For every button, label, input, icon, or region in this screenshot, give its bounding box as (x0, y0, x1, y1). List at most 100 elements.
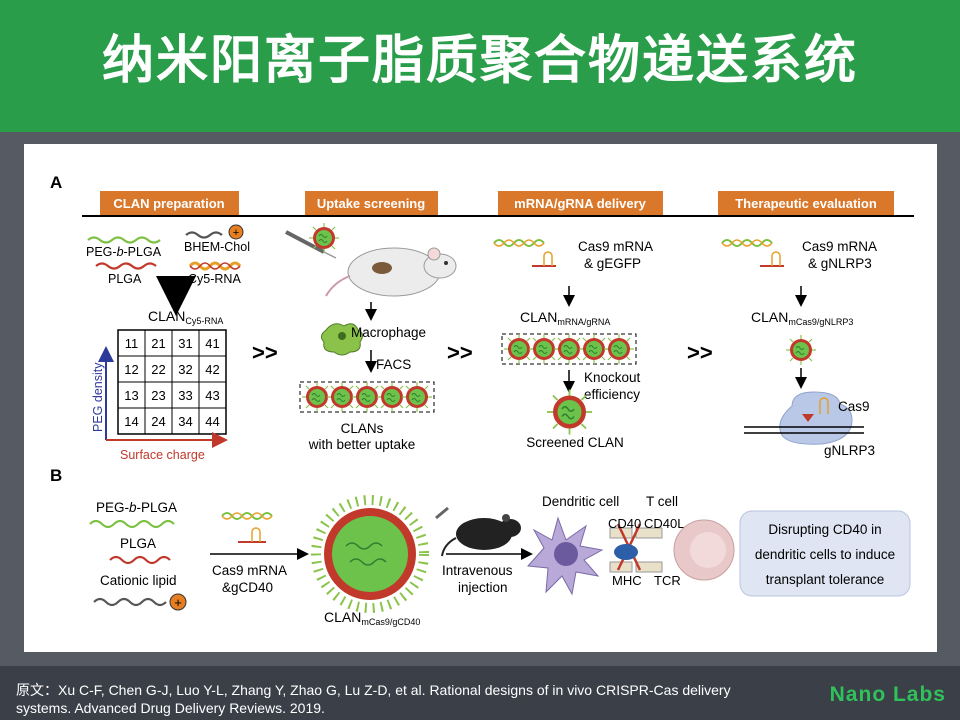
mrna-strand-icon (721, 239, 773, 247)
tcr-label: TCR (654, 573, 681, 588)
stage-therapeutic-evaluation: Therapeutic evaluation (718, 191, 894, 215)
flow-arrows-2: >> (447, 340, 473, 365)
macrophage-icon (320, 323, 364, 356)
macrophage-label: Macrophage (351, 325, 426, 340)
grid-cell-label: 23 (151, 388, 165, 403)
grid-cell-label: 22 (151, 362, 165, 377)
grid-cell-label: 24 (151, 414, 165, 429)
plus-sign-icon: + (233, 227, 239, 239)
nanoparticle-icon (401, 381, 433, 413)
clans-uptake-label: with better uptake (308, 437, 416, 452)
grid-cell-label: 44 (205, 414, 219, 429)
gnlrp3-label: gNLRP3 (824, 443, 875, 458)
grid-cell-label: 21 (151, 336, 165, 351)
mrna-strand-icon (493, 239, 545, 247)
stage-label: Uptake screening (317, 196, 425, 211)
mouse-icon (325, 247, 457, 297)
outcome-line-2: dendritic cells to induce (755, 547, 895, 562)
panel-b-label: B (50, 466, 62, 485)
grid-cell-label: 33 (178, 388, 192, 403)
nanoparticle-icon (603, 333, 635, 365)
grid-cell-label: 34 (178, 414, 192, 429)
cy5-rna-label: Cy5-RNA (188, 272, 241, 286)
clan-gcd40-label: CLANmCas9/gCD40 (324, 609, 420, 627)
b-peg-plga-label: PEG-b-PLGA (96, 500, 177, 515)
stage-label: mRNA/gRNA delivery (514, 196, 646, 211)
bhem-chol-label: BHEM-Chol (184, 240, 250, 254)
cas9-complex-icon (744, 391, 864, 445)
mrna-strand-icon (493, 239, 545, 247)
b-cas9-mrna-label: Cas9 mRNA (212, 563, 287, 578)
grid-cell-label: 42 (205, 362, 219, 377)
clan-cy5-label: CLANCy5-RNA (148, 308, 223, 326)
t-cell-label: T cell (646, 494, 678, 509)
efficiency-label: efficiency (584, 387, 640, 402)
panel-a-label: A (50, 173, 62, 192)
grid-cell-label: 11 (125, 336, 139, 351)
clan-mrna-grna-label: CLANmRNA/gRNA (520, 309, 610, 327)
black-mouse-icon (441, 514, 521, 557)
grna-icon (532, 251, 556, 267)
figure-svg: A CLAN preparation Uptake screening mRNA… (50, 173, 914, 627)
knockout-label: Knockout (584, 370, 641, 385)
outcome-line-1: Disrupting CD40 in (768, 522, 881, 537)
cy5-rna-helix-strand-icon (189, 262, 241, 270)
footer-bar (0, 666, 960, 720)
grna-icon (760, 251, 784, 267)
b-plga-label: PLGA (120, 536, 156, 551)
screened-nanoparticle-icon (546, 388, 593, 436)
plus-charge-icon (169, 593, 187, 611)
plga-label: PLGA (108, 272, 142, 286)
cas9-gegfp-line2: & gEGFP (584, 256, 641, 271)
header-bar (0, 0, 960, 132)
b-plga-strand-icon (109, 555, 171, 565)
page-title: 纳米阳离子脂质聚合物递送系统 (101, 31, 858, 91)
dendritic-cell-label: Dendritic cell (542, 494, 619, 509)
nanoparticle-icon (308, 222, 340, 254)
b-peg-plga-strand-icon (89, 519, 175, 529)
cationic-lipid-label: Cationic lipid (100, 573, 177, 588)
intravenous-label: Intravenous (442, 563, 513, 578)
cd40-label: CD40 (608, 516, 641, 531)
cas9-gnlrp3-line2: & gNLRP3 (808, 256, 872, 271)
stage-mrna-grna-delivery: mRNA/gRNA delivery (498, 191, 663, 215)
grid-cell-label: 13 (124, 388, 138, 403)
dendritic-cell-icon (526, 516, 604, 596)
syringe-icon (285, 230, 337, 259)
b-grna-icon (238, 527, 266, 543)
cas9-label: Cas9 (838, 399, 870, 414)
cy5-rna-helix-icon (188, 261, 242, 271)
cationic-lipid-strand-icon (93, 597, 167, 607)
syringe-icon (435, 506, 449, 520)
outcome-box (739, 510, 911, 597)
brand-logo-text: Nano Labs (829, 683, 946, 706)
surface-charge-label: Surface charge (120, 448, 205, 462)
b-gcd40-label: &gCD40 (222, 580, 273, 595)
b-mrna-strand-icon (221, 512, 273, 520)
plus-charge-icon (228, 224, 244, 240)
injection-label: injection (458, 580, 508, 595)
t-cell-icon (673, 519, 735, 581)
mhc-label: MHC (612, 573, 642, 588)
cas9-gegfp-line1: Cas9 mRNA (578, 239, 653, 254)
clan-nanoparticle-large (311, 495, 429, 613)
stage-uptake-screening: Uptake screening (305, 191, 438, 215)
nanoparticle-icon (785, 334, 817, 366)
receptor-complex-icon (609, 523, 663, 573)
stage-clan-preparation: CLAN preparation (100, 191, 239, 215)
peg-plga-strand-icon (87, 236, 161, 244)
cd40l-label: CD40L (644, 516, 684, 531)
screened-clan-label: Screened CLAN (526, 435, 624, 450)
mrna-strand-icon (721, 239, 773, 247)
grid-cell-label: 12 (124, 362, 138, 377)
clan-gnlrp3-label: CLANmCas9/gNLRP3 (751, 309, 853, 327)
grid-cell-label: 14 (124, 414, 138, 429)
grid-cell-label: 43 (205, 388, 219, 403)
citation-text: 原文：Xu C-F, Chen G-J, Luo Y-L, Zhang Y, Z… (16, 682, 731, 716)
bhem-chol-strand-icon (185, 231, 223, 239)
clans-label: CLANs (341, 421, 384, 436)
cas9-gnlrp3-line1: Cas9 mRNA (802, 239, 877, 254)
flow-arrows-3: >> (687, 340, 713, 365)
grid-cell-label: 41 (205, 336, 219, 351)
